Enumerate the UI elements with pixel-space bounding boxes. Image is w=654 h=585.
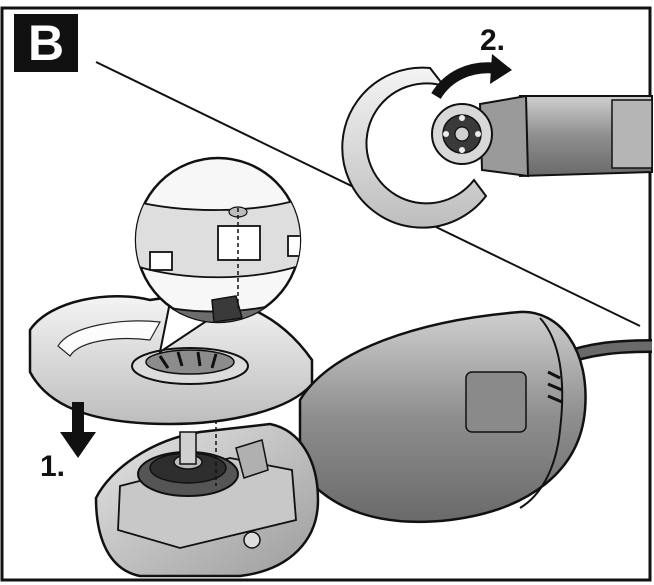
step-2-label: 2.: [480, 24, 506, 57]
step-1-label: 1.: [40, 450, 66, 483]
step-badge: B: [14, 14, 78, 72]
main-grinder: [94, 310, 653, 578]
inset-grinder: [341, 66, 653, 229]
magnifier-callout: [134, 156, 302, 355]
rotate-arrow-icon: [431, 54, 512, 100]
down-arrow-icon: [60, 402, 96, 458]
protective-guard: [28, 295, 314, 426]
